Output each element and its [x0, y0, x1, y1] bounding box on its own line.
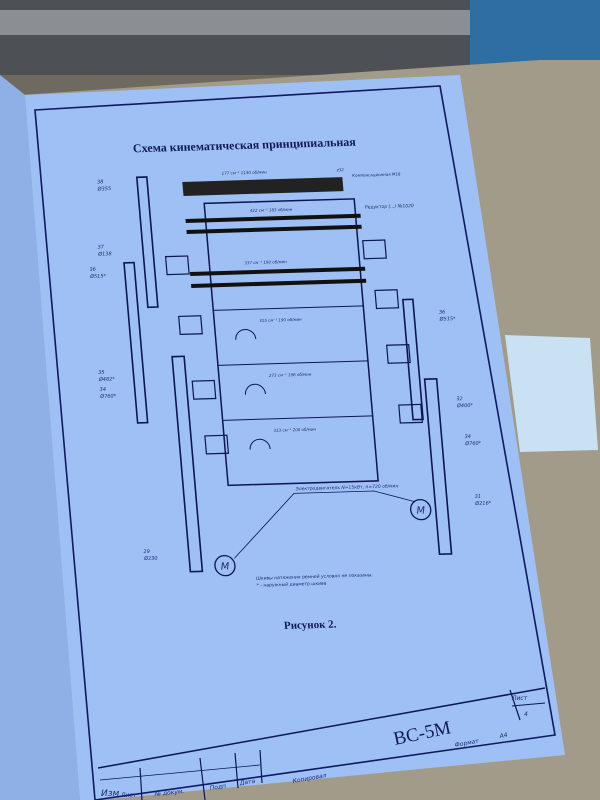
col-izm: Изм — [101, 789, 120, 799]
col-sign: Подп — [209, 783, 226, 792]
left-pulley-labels: 38 Ø355 37 Ø138 36 Ø515* 35 Ø482* 34 Ø76… — [89, 179, 158, 562]
drawing: Схема кинематическая принципиальная 177 … — [89, 135, 492, 632]
reducer-label: Редуктор (...) №1020 — [365, 203, 415, 210]
right-pulley-labels: 36 Ø515* 32 Ø400* 34 Ø760* 31 Ø216* — [438, 309, 492, 508]
pulley-number: 36 — [439, 309, 446, 315]
pulley-diameter: Ø230 — [143, 555, 158, 562]
motor-symbol: M — [220, 562, 230, 573]
drawing-title: Схема кинематическая принципиальная — [132, 135, 356, 156]
pulley-diameter: Ø515* — [89, 272, 107, 280]
speed-label: 313 см⁻¹ 200 об/мин — [273, 427, 316, 433]
col-date: Дата — [238, 778, 256, 787]
speed-label: 337 см⁻¹ 190 об/мин — [244, 259, 287, 265]
pulley-number: 32 — [456, 396, 463, 402]
pulley-number: 38 — [97, 179, 104, 185]
col-list: Лист — [120, 792, 137, 799]
figure-caption: Рисунок 2. — [283, 618, 337, 632]
machine-frame — [203, 198, 379, 487]
motor-label: Электродвигатель N=15кВт, n=720 об/мин — [294, 483, 398, 492]
motor-left — [214, 554, 236, 577]
z-label: z32 — [335, 167, 344, 172]
paper-tab — [505, 335, 598, 452]
pulley-number: 37 — [97, 244, 105, 250]
coupling-label: Компенсационная М18 — [352, 171, 401, 177]
pulley-number: 36 — [89, 267, 96, 273]
speed-label: 422 см⁻¹ 183 об/мин — [250, 207, 293, 213]
pulley-diameter: Ø760* — [464, 440, 482, 448]
drawing-frame — [34, 85, 556, 800]
pulley-number: 29 — [143, 549, 150, 555]
pulley-diameter: Ø515* — [438, 315, 456, 323]
speed-label: 177 см⁻¹ 1130 об/мин — [221, 169, 267, 175]
note-line: * - наружный диаметр шкива — [256, 581, 327, 589]
format-label: Формат — [454, 738, 480, 749]
pulley-diameter: Ø138 — [97, 250, 112, 257]
speed-label: 315 см⁻¹ 190 об/мин — [259, 317, 302, 323]
motor-right — [410, 498, 432, 521]
pulley-diameter: Ø355 — [96, 185, 111, 192]
pulley-diameter: Ø216* — [474, 500, 492, 508]
binder-left-page — [0, 75, 80, 800]
speed-label: 273 см⁻¹ 196 об/мин — [269, 372, 312, 378]
pulley-diameter: Ø760* — [99, 392, 117, 400]
top-conveyor-belt — [182, 177, 344, 196]
pulley-diameter: Ø482* — [98, 375, 116, 383]
motor-symbol: M — [416, 506, 426, 517]
format-value: А4 — [498, 732, 508, 740]
pulley-number: 34 — [464, 434, 471, 440]
sheet-number: 4 — [524, 711, 528, 718]
note-line: Шкивы натяжения ремней условно не показа… — [256, 572, 373, 581]
pulley-diameter: Ø400* — [456, 402, 474, 410]
pulley-number: 31 — [475, 494, 482, 500]
sheet-label: Лист — [511, 695, 528, 702]
document-page — [25, 75, 565, 800]
col-doc: № докум. — [153, 788, 184, 798]
pulley-number: 35 — [98, 370, 105, 376]
motor-leader-line — [234, 490, 416, 559]
pulley-number: 34 — [99, 387, 106, 393]
